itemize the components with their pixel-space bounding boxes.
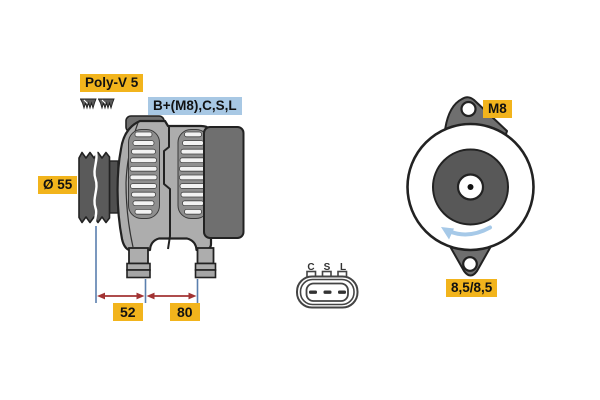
- foot-band: [194, 262, 217, 271]
- belt-profile-icon: [98, 98, 115, 110]
- fin-slot: [129, 174, 158, 181]
- mount-hole-top: [460, 100, 477, 118]
- alternator-side-view: [78, 98, 245, 303]
- belt-icon-highlight: [83, 99, 88, 104]
- fin-slot: [131, 148, 156, 155]
- fin-slot: [129, 165, 158, 172]
- fin-slot: [179, 183, 207, 189]
- connector-pin: [309, 290, 317, 294]
- dimension-lines: [95, 226, 199, 303]
- foot-band: [126, 262, 151, 271]
- fin-slot: [180, 148, 206, 155]
- mount-thread-label: M8: [483, 100, 512, 118]
- poly-v-label: Poly-V 5: [80, 74, 144, 92]
- dimension-52-label: 52: [113, 303, 143, 321]
- belt-profile-icon: [80, 98, 97, 110]
- dim-arrow-80: [146, 292, 197, 300]
- mount-holes-label: 8,5/8,5: [446, 279, 498, 297]
- terminals-label: B+(M8),C,S,L: [148, 97, 242, 115]
- alternator-rear-view: [406, 96, 535, 277]
- arrowhead-icon: [146, 292, 155, 300]
- fin-slot: [134, 208, 153, 215]
- foot-band: [194, 269, 217, 279]
- fin-slot: [134, 131, 153, 138]
- belt-icon-highlight: [101, 99, 106, 104]
- connector-pin-label-c: C: [307, 262, 314, 273]
- connector-pin-label-s: S: [324, 262, 331, 273]
- arrowhead-icon: [136, 292, 145, 300]
- fin-slot: [182, 140, 204, 146]
- fin-slot: [180, 191, 206, 198]
- pulley-diameter-label: Ø 55: [38, 176, 78, 194]
- mounting-foot-rear: [194, 247, 217, 279]
- fin-slot: [130, 183, 157, 189]
- arrowhead-icon: [97, 292, 105, 300]
- fin-slot: [132, 200, 155, 207]
- fin-slot: [179, 165, 207, 172]
- fin-slot: [184, 131, 202, 138]
- fin-slot: [130, 157, 157, 164]
- foot-column: [196, 247, 215, 265]
- cooling-fins-front: [128, 129, 160, 219]
- belt-profile-icons: [80, 98, 115, 110]
- dim-arrow-52: [97, 292, 145, 300]
- mount-hole-bottom: [462, 256, 478, 272]
- connector-inner-shell: [299, 278, 355, 306]
- fin-slot: [184, 208, 202, 215]
- arrowhead-icon: [188, 292, 197, 300]
- plug-connector-view: C S L: [296, 262, 359, 309]
- connector-pin-label-l: L: [340, 262, 346, 273]
- mounting-foot-front: [126, 247, 151, 279]
- break-line: [93, 149, 98, 226]
- pulley-grooved-body: [78, 151, 111, 224]
- housing-seam: [163, 125, 171, 250]
- foot-column: [128, 247, 149, 265]
- fin-slot: [179, 174, 207, 181]
- foot-band: [126, 269, 151, 279]
- fin-slot: [182, 200, 204, 207]
- fin-slot: [179, 157, 207, 164]
- dimension-80-label: 80: [170, 303, 200, 321]
- fin-slot: [131, 191, 156, 198]
- fin-slot: [132, 140, 155, 146]
- shaft-center-dot: [467, 184, 474, 190]
- connector-pin: [323, 290, 332, 294]
- connector-pin: [338, 290, 346, 294]
- rotation-arrow-icon: [441, 225, 492, 240]
- rear-housing-block: [203, 126, 245, 239]
